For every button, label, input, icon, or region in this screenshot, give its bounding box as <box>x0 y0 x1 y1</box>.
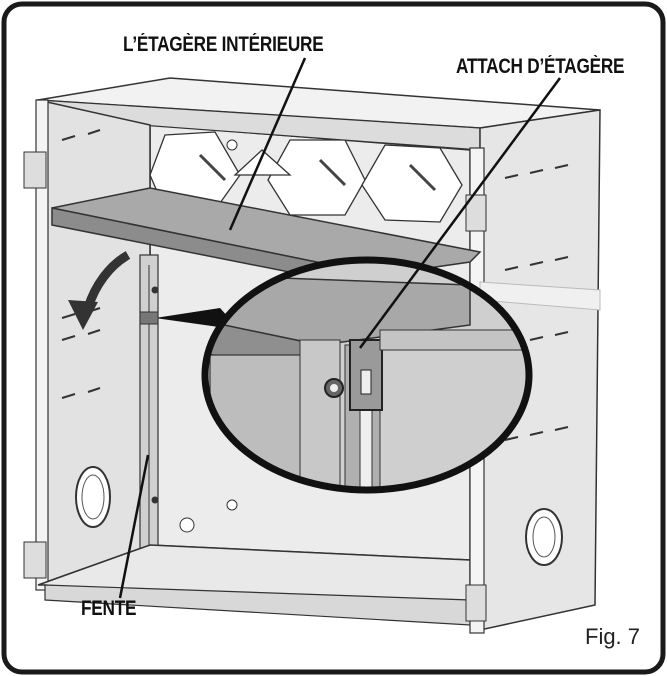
shelf-label: L’ÉTAGÈRE INTÉRIEURE <box>123 33 324 56</box>
hinge-bottom-left <box>23 541 47 579</box>
back-wall-knockouts <box>149 131 463 223</box>
leader-line-attach <box>358 77 562 349</box>
figure-caption: Fig. 7 <box>585 624 641 649</box>
leader-line-shelf <box>228 57 307 231</box>
hinge-top-right <box>465 194 487 232</box>
leader-line-slot <box>118 454 150 599</box>
attach-label: ATTACH D’ÉTAGÈRE <box>456 55 625 78</box>
hinge-top-left <box>23 151 47 189</box>
hinge-bottom-right <box>465 584 487 622</box>
detail-magnifier <box>201 256 533 494</box>
slot-label: FENTE <box>81 597 137 620</box>
